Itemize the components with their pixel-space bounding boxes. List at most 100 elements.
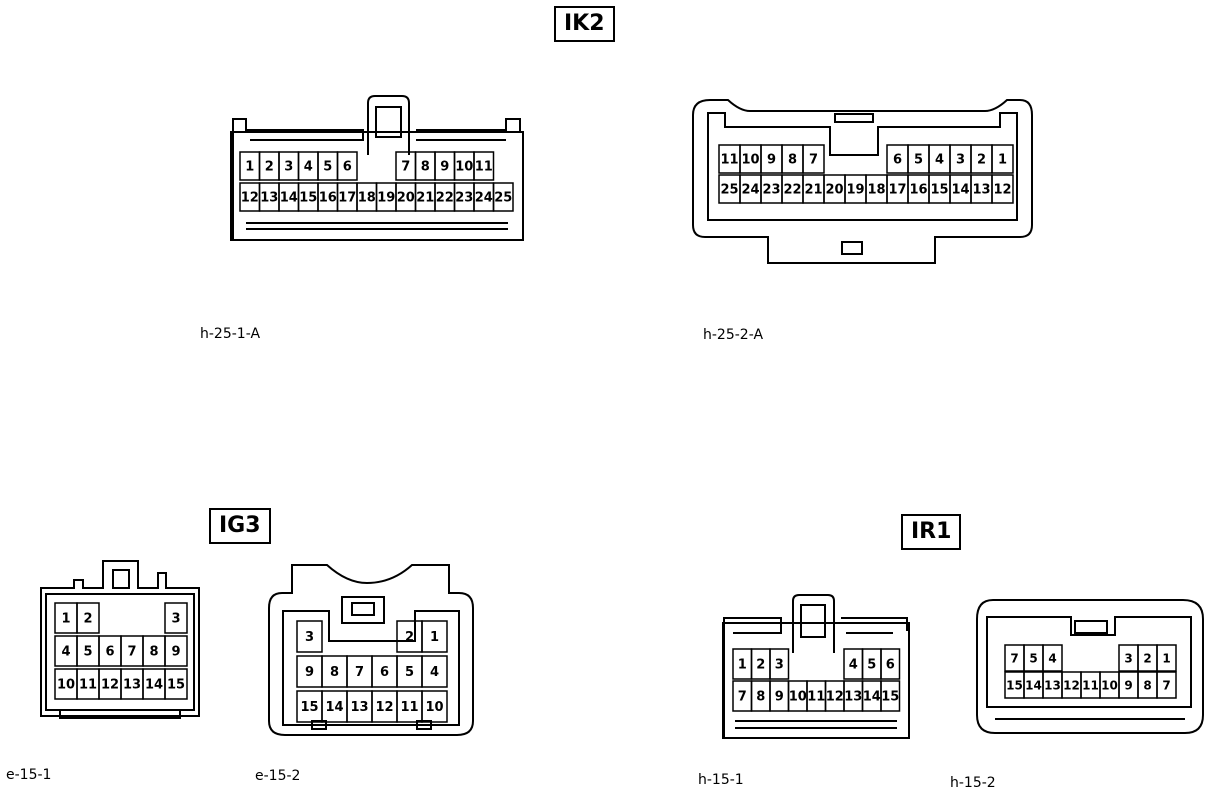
pin-label: 4 — [304, 160, 313, 175]
connector-code-h-15-2: h-15-2 — [950, 775, 996, 791]
connector-code-e-15-1: e-15-1 — [6, 767, 52, 783]
housing-outline — [232, 118, 364, 240]
pin-label: 13 — [123, 678, 141, 693]
pin-label: 9 — [440, 160, 449, 175]
pin-label: 25 — [494, 191, 512, 206]
pin-label: 5 — [405, 665, 414, 680]
pin-label: 17 — [888, 183, 906, 198]
pin-label: 6 — [380, 665, 389, 680]
pin-label: 7 — [1010, 651, 1018, 665]
pin-label: 4 — [430, 665, 439, 680]
pin-label: 1 — [998, 153, 1007, 168]
housing-outline — [311, 720, 327, 730]
pin-label: 9 — [767, 153, 776, 168]
housing-outline — [59, 709, 181, 719]
pin-label: 23 — [455, 191, 473, 206]
pin-cell — [164, 635, 188, 667]
pin-label: 25 — [720, 183, 738, 198]
pin-label: 13 — [260, 191, 278, 206]
pin-label: 1 — [430, 630, 439, 645]
pin-label: 12 — [1063, 678, 1080, 692]
pin-label: 2 — [1143, 651, 1151, 665]
pin-label: 3 — [956, 153, 965, 168]
pin-label: 15 — [930, 183, 948, 198]
pin-label: 3 — [284, 160, 293, 175]
pin-label: 1 — [61, 612, 70, 627]
pin-cell — [421, 655, 448, 688]
housing-outline — [351, 602, 375, 616]
pin-label: 7 — [355, 665, 364, 680]
pin-label: 10 — [57, 678, 75, 693]
connector-code-h-15-1: h-15-1 — [698, 772, 744, 788]
group-label-ig3: IG3 — [209, 508, 271, 545]
pin-cell — [296, 620, 323, 653]
pin-label: 11 — [79, 678, 97, 693]
pin-label: 5 — [914, 153, 923, 168]
pin-label: 15 — [167, 678, 185, 693]
pin-label: 3 — [775, 658, 784, 673]
pin-cell — [164, 668, 188, 700]
housing-outline — [112, 569, 130, 589]
pin-label: 1 — [738, 658, 747, 673]
pin-label: 7 — [738, 690, 747, 705]
housing-outline — [976, 599, 1204, 734]
pin-label: 8 — [1143, 678, 1151, 692]
pin-label: 11 — [400, 700, 418, 715]
pin-label: 12 — [375, 700, 393, 715]
pin-label: 7 — [127, 645, 136, 660]
pin-cell — [492, 182, 514, 212]
pin-label: 2 — [977, 153, 986, 168]
pin-label: 15 — [299, 191, 317, 206]
pin-label: 14 — [951, 183, 969, 198]
pin-cell — [1042, 644, 1063, 672]
pin-label: 8 — [330, 665, 339, 680]
housing-outline — [692, 99, 1033, 264]
pin-label: 10 — [741, 153, 759, 168]
pin-label: 1 — [245, 160, 254, 175]
pin-label: 14 — [1025, 678, 1042, 692]
pin-label: 11 — [720, 153, 738, 168]
pin-label: 4 — [849, 658, 858, 673]
pin-cell — [769, 648, 790, 680]
pin-cell — [880, 680, 901, 712]
housing-outline — [800, 604, 826, 638]
pin-label: 14 — [325, 700, 343, 715]
pin-label: 18 — [867, 183, 885, 198]
group-label-ir1: IR1 — [901, 514, 962, 551]
pin-label: 22 — [783, 183, 801, 198]
pin-label: 10 — [425, 700, 443, 715]
pin-label: 4 — [935, 153, 944, 168]
pin-cell — [991, 144, 1014, 174]
pin-cell — [421, 620, 448, 653]
pin-label: 19 — [846, 183, 864, 198]
pin-label: 13 — [844, 690, 862, 705]
housing-outline — [375, 106, 402, 138]
pin-label: 10 — [1101, 678, 1118, 692]
pin-label: 9 — [775, 690, 784, 705]
pin-label: 21 — [804, 183, 822, 198]
pin-label: 2 — [83, 612, 92, 627]
pin-label: 12 — [993, 183, 1011, 198]
pin-label: 16 — [909, 183, 927, 198]
pin-label: 15 — [300, 700, 318, 715]
pin-cell — [802, 144, 825, 174]
pin-label: 20 — [825, 183, 843, 198]
pin-label: 13 — [350, 700, 368, 715]
pin-label: 11 — [1082, 678, 1099, 692]
pin-cell — [336, 151, 358, 181]
connector-code-e-15-2: e-15-2 — [255, 768, 301, 784]
pin-label: 9 — [171, 645, 180, 660]
pin-label: 24 — [741, 183, 759, 198]
pin-cell — [421, 690, 448, 723]
pin-cell — [164, 602, 188, 634]
pin-label: 6 — [343, 160, 352, 175]
pin-cell — [473, 151, 495, 181]
pin-label: 13 — [1044, 678, 1061, 692]
pin-label: 7 — [1162, 678, 1170, 692]
